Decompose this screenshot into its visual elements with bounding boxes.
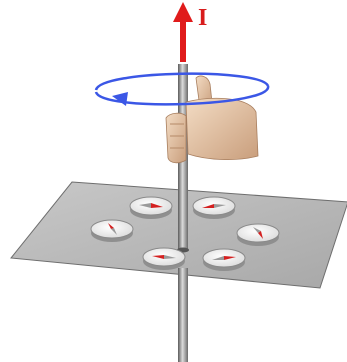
compass-icon (237, 224, 279, 246)
current-arrow-icon (173, 2, 193, 22)
current-label: I (198, 6, 207, 30)
field-arrow-icon (112, 92, 128, 106)
compass-icon (203, 249, 245, 271)
compass-icon (130, 197, 172, 219)
compass-icon (193, 197, 235, 219)
wire-lower (178, 268, 188, 362)
current-arrow-shaft (180, 18, 186, 62)
compass-icon (91, 220, 133, 242)
compass-icon (143, 248, 185, 270)
